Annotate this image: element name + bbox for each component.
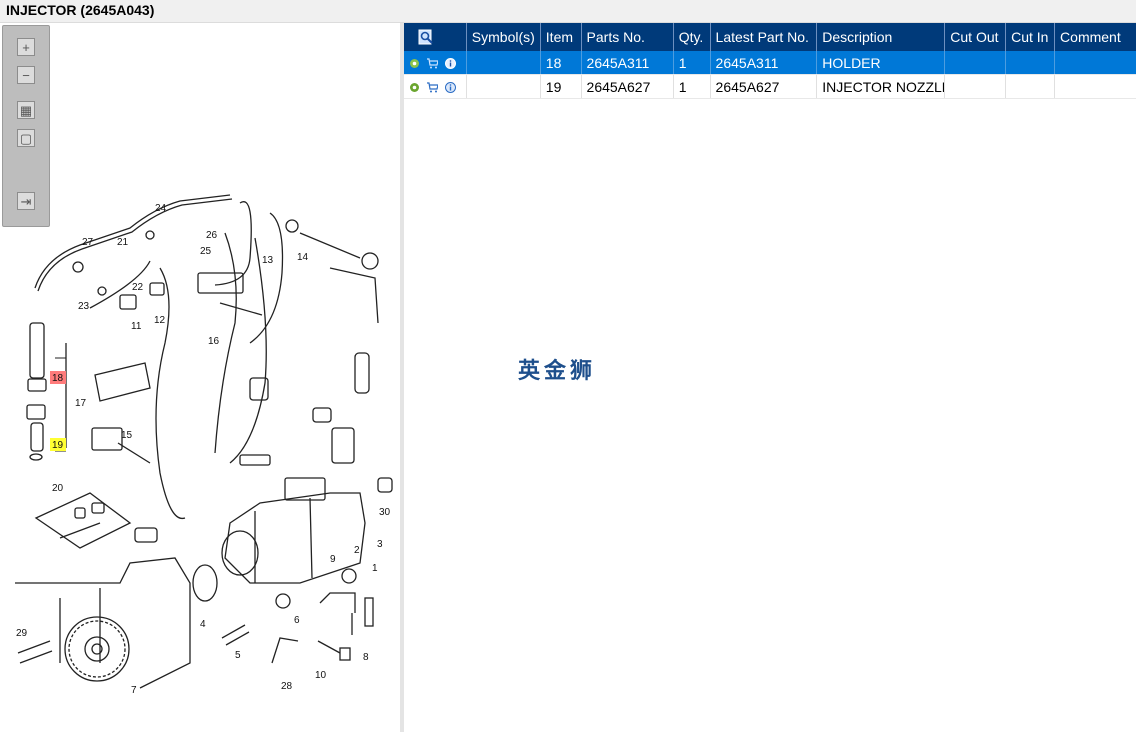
callout-19: 19	[52, 440, 64, 451]
callout-18: 18	[52, 373, 64, 384]
cell-symbols	[466, 51, 541, 75]
cell-cut-out	[944, 74, 1007, 99]
callout-10: 10	[315, 670, 327, 681]
callout-18-highlight	[50, 371, 66, 384]
diagram-toolbar: + − ▦ ▢ ⇥	[2, 25, 50, 227]
parts-table: Symbol(s) Item Parts No. Qty. Latest Par…	[404, 23, 1136, 99]
cell-latest-part-no: 2645A311	[710, 51, 818, 75]
callout-12: 12	[154, 315, 166, 326]
column-comment[interactable]: Comment	[1054, 23, 1136, 51]
title-bar: INJECTOR (2645A043)	[0, 0, 1136, 23]
actual-size-button[interactable]: ▢	[17, 129, 35, 147]
callout-1: 1	[372, 563, 378, 574]
callout-22: 22	[132, 282, 144, 293]
column-item[interactable]: Item	[540, 23, 582, 51]
watermark-text: 英金狮	[518, 359, 597, 384]
column-symbols[interactable]: Symbol(s)	[466, 23, 541, 51]
gear-icon[interactable]	[409, 58, 420, 69]
cell-qty: 1	[673, 51, 711, 75]
export-icon: ⇥	[20, 194, 32, 209]
callout-labels: 24 27 21 26 25 13 14 22 23 12 11 16 18 1…	[16, 203, 391, 696]
table-row[interactable]: 19 2645A627 1 2645A627 INJECTOR NOZZLE	[404, 74, 1136, 99]
table-row[interactable]: 18 2645A311 1 2645A311 HOLDER	[404, 51, 1136, 75]
cell-description: INJECTOR NOZZLE	[816, 74, 946, 99]
callout-14: 14	[297, 252, 309, 263]
row-actions	[404, 51, 467, 75]
callout-2: 2	[354, 545, 360, 556]
column-latest-part-no[interactable]: Latest Part No.	[710, 23, 818, 51]
callout-19-highlight	[50, 438, 66, 451]
cell-symbols	[466, 74, 541, 99]
cell-cut-in	[1005, 74, 1056, 99]
cell-latest-part-no: 2645A627	[710, 74, 818, 99]
callout-27: 27	[82, 237, 94, 248]
gear-icon[interactable]	[409, 82, 420, 93]
cell-parts-no: 2645A627	[581, 74, 674, 99]
callout-3: 3	[377, 539, 383, 550]
column-parts-no[interactable]: Parts No.	[581, 23, 674, 51]
pane-splitter[interactable]	[400, 23, 404, 732]
row-actions	[404, 74, 467, 99]
cell-comment	[1054, 51, 1136, 75]
cart-icon[interactable]	[426, 58, 438, 69]
cell-comment	[1054, 74, 1136, 99]
cell-parts-no: 2645A311	[581, 51, 674, 75]
export-button[interactable]: ⇥	[17, 192, 35, 210]
cell-cut-in	[1005, 51, 1056, 75]
callout-5: 5	[235, 650, 241, 661]
column-search[interactable]	[404, 23, 467, 51]
parts-list-pane: Symbol(s) Item Parts No. Qty. Latest Par…	[404, 23, 1136, 732]
window-title: INJECTOR (2645A043)	[6, 2, 155, 18]
callout-23: 23	[78, 301, 90, 312]
cell-qty: 1	[673, 74, 711, 99]
column-cut-in[interactable]: Cut In	[1005, 23, 1056, 51]
callout-30: 30	[379, 507, 391, 518]
zoom-out-icon: −	[22, 68, 30, 83]
info-icon[interactable]	[444, 58, 456, 70]
actual-size-icon: ▢	[19, 131, 33, 146]
callout-15: 15	[121, 430, 133, 441]
callout-16: 16	[208, 336, 220, 347]
table-header-row: Symbol(s) Item Parts No. Qty. Latest Par…	[404, 23, 1136, 51]
callout-17: 17	[75, 398, 87, 409]
cell-description: HOLDER	[816, 51, 946, 75]
search-icon[interactable]	[417, 28, 435, 46]
cell-item: 19	[540, 74, 582, 99]
fit-view-button[interactable]: ▦	[17, 101, 35, 119]
column-qty[interactable]: Qty.	[673, 23, 711, 51]
exploded-parts-diagram[interactable]: 24 27 21 26 25 13 14 22 23 12 11 16 18 1…	[0, 23, 400, 732]
callout-13: 13	[262, 255, 274, 266]
callout-11: 11	[131, 321, 142, 332]
callout-8: 8	[363, 652, 369, 663]
callout-21: 21	[117, 237, 129, 248]
zoom-in-icon: +	[22, 40, 30, 55]
info-icon[interactable]	[444, 82, 456, 94]
callout-4: 4	[200, 619, 206, 630]
callout-29: 29	[16, 628, 28, 639]
callout-26: 26	[206, 230, 218, 241]
diagram-pane[interactable]: 24 27 21 26 25 13 14 22 23 12 11 16 18 1…	[0, 23, 400, 732]
callout-9: 9	[330, 554, 336, 565]
cell-item: 18	[540, 51, 582, 75]
callout-6: 6	[294, 615, 300, 626]
column-description[interactable]: Description	[816, 23, 946, 51]
callout-20: 20	[52, 483, 64, 494]
callout-25: 25	[200, 246, 212, 257]
callout-28: 28	[281, 681, 293, 692]
callout-24: 24	[155, 203, 167, 214]
callout-7: 7	[131, 685, 137, 696]
cart-icon[interactable]	[426, 82, 438, 93]
column-cut-out[interactable]: Cut Out	[944, 23, 1007, 51]
zoom-out-button[interactable]: −	[17, 66, 35, 84]
zoom-in-button[interactable]: +	[17, 38, 35, 56]
fit-view-icon: ▦	[19, 103, 33, 118]
cell-cut-out	[944, 51, 1007, 75]
